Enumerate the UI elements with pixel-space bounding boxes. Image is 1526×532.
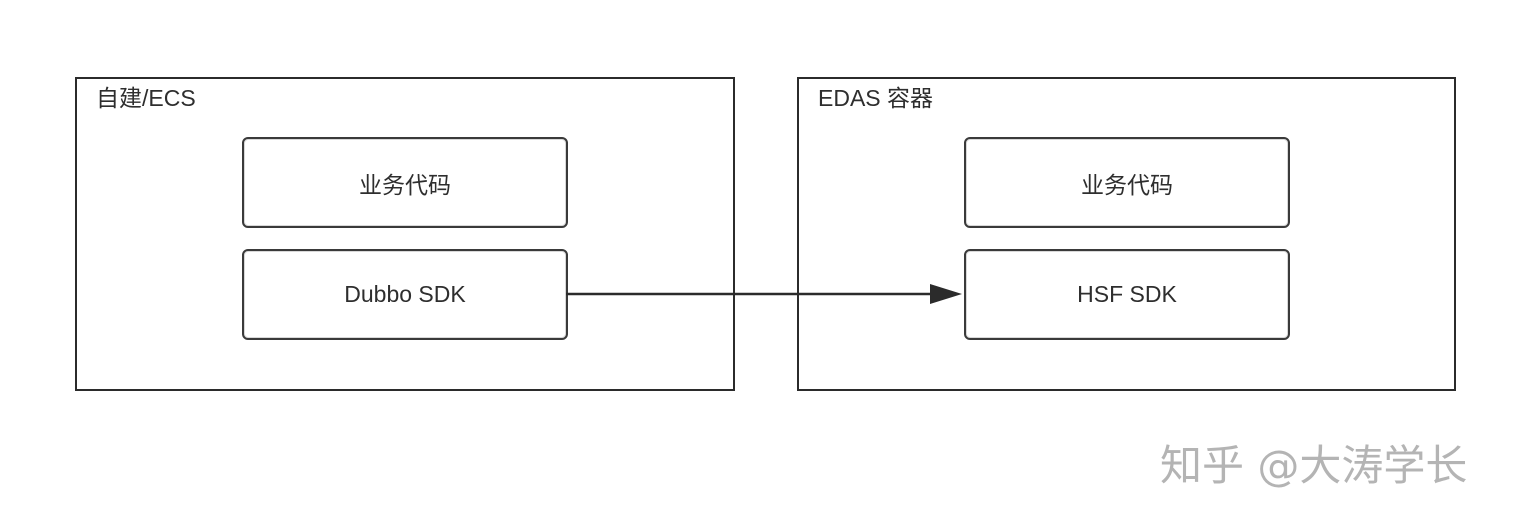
node-business-code-right: 业务代码 [964, 137, 1290, 228]
node-hsf-sdk: HSF SDK [964, 249, 1290, 340]
container-label: EDAS 容器 [818, 85, 934, 111]
node-dubbo-sdk: Dubbo SDK [242, 249, 568, 340]
watermark: 知乎 @大涛学长 [1160, 441, 1468, 490]
node-business-code-left: 业务代码 [242, 137, 568, 228]
container-edas: EDAS 容器 业务代码 HSF SDK [797, 77, 1456, 391]
container-label: 自建/ECS [96, 85, 196, 111]
container-self-built-ecs: 自建/ECS 业务代码 Dubbo SDK [75, 77, 735, 391]
